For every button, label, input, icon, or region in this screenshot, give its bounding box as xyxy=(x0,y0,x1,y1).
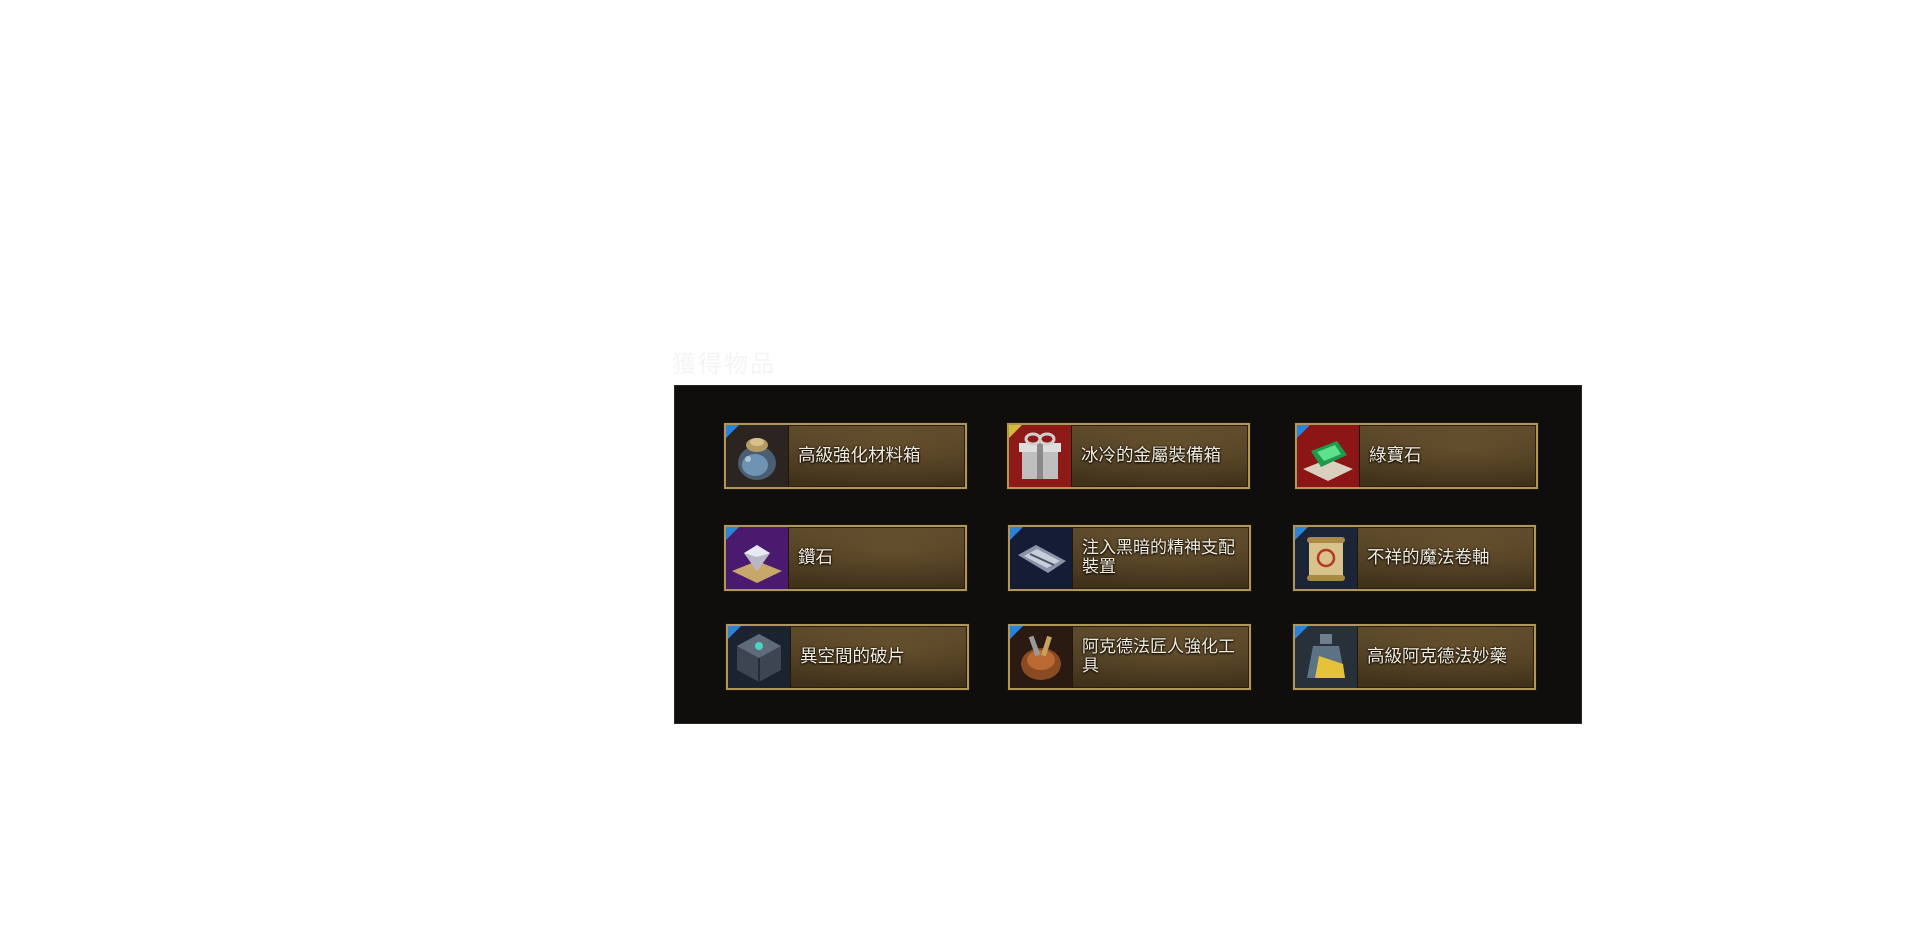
item-name: 注入黑暗的精神支配裝置 xyxy=(1082,538,1235,577)
item-name: 阿克德法匠人強化工具 xyxy=(1082,637,1235,676)
item-name: 不祥的魔法卷軸 xyxy=(1367,547,1490,568)
grade-marker xyxy=(1010,626,1023,639)
item-name: 冰冷的金屬裝備箱 xyxy=(1081,445,1221,466)
grade-marker xyxy=(726,425,739,438)
item-name: 高級阿克德法妙藥 xyxy=(1367,646,1507,667)
item-card-cold-metal-equipment-box[interactable]: 冰冷的金屬裝備箱 xyxy=(1007,423,1250,489)
item-card-diamond[interactable]: 鑽石 xyxy=(724,525,967,591)
item-card-advanced-elixir[interactable]: 高級阿克德法妙藥 xyxy=(1293,624,1536,690)
item-name: 異空間的破片 xyxy=(800,646,905,667)
reward-item-panel: 高級強化材料箱 冰冷的金屬裝備箱 xyxy=(674,385,1582,724)
grade-marker xyxy=(726,527,739,540)
item-card-reinforcement-material-box[interactable]: 高級強化材料箱 xyxy=(724,423,967,489)
grade-marker xyxy=(1295,626,1308,639)
item-card-ominous-magic-scroll[interactable]: 不祥的魔法卷軸 xyxy=(1293,525,1536,591)
grade-marker xyxy=(1009,425,1022,438)
reinforcement-material-sack-icon xyxy=(726,425,789,487)
item-name: 鑽石 xyxy=(798,547,833,568)
item-card-artisan-reinforcement-tool[interactable]: 阿克德法匠人強化工具 xyxy=(1008,624,1251,690)
item-card-otherworld-fragment[interactable]: 異空間的破片 xyxy=(726,624,969,690)
grade-marker xyxy=(1010,527,1023,540)
elixir-bottle-icon xyxy=(1295,626,1358,688)
grade-marker xyxy=(1295,527,1308,540)
item-card-dark-mind-control-device[interactable]: 注入黑暗的精神支配裝置 xyxy=(1008,525,1251,591)
grade-marker xyxy=(728,626,741,639)
silver-gift-box-icon xyxy=(1009,425,1072,487)
section-title: 獲得物品 xyxy=(672,350,776,378)
grade-marker xyxy=(1297,425,1310,438)
item-name: 高級強化材料箱 xyxy=(798,445,921,466)
item-card-emerald[interactable]: 綠寶石 xyxy=(1295,423,1538,489)
item-name: 綠寶石 xyxy=(1369,445,1422,466)
